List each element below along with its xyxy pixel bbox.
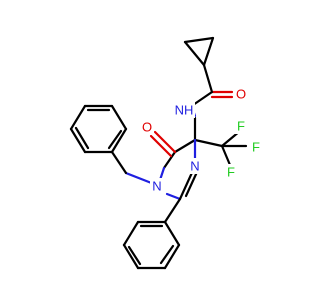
atom-labels: O NH O N N F F F (140, 86, 263, 194)
amide-nitrogen-label: NH (175, 103, 194, 118)
amide-oxygen-label: O (236, 87, 246, 102)
molecule-diagram: O NH O N N F F F (69, 36, 263, 270)
ring-carbonyl (149, 130, 177, 158)
amide-group (191, 63, 234, 118)
ring-oxygen-label: O (142, 120, 152, 135)
benzyl-group (69, 104, 156, 186)
fluorine-top-label: F (237, 119, 245, 134)
fluorine-bottom-label: F (227, 165, 235, 180)
phenyl-group (122, 197, 182, 270)
quaternary-carbon-bonds (173, 116, 224, 168)
cyclopropane-ring (183, 36, 215, 67)
molecule-structure-svg: O NH O N N F F F (69, 36, 263, 270)
trifluoromethyl-group (220, 129, 248, 167)
ring-imine-nitrogen-label: N (190, 159, 199, 174)
ring-benzyl-nitrogen-label: N (152, 179, 161, 194)
fluorine-right-label: F (252, 140, 260, 155)
